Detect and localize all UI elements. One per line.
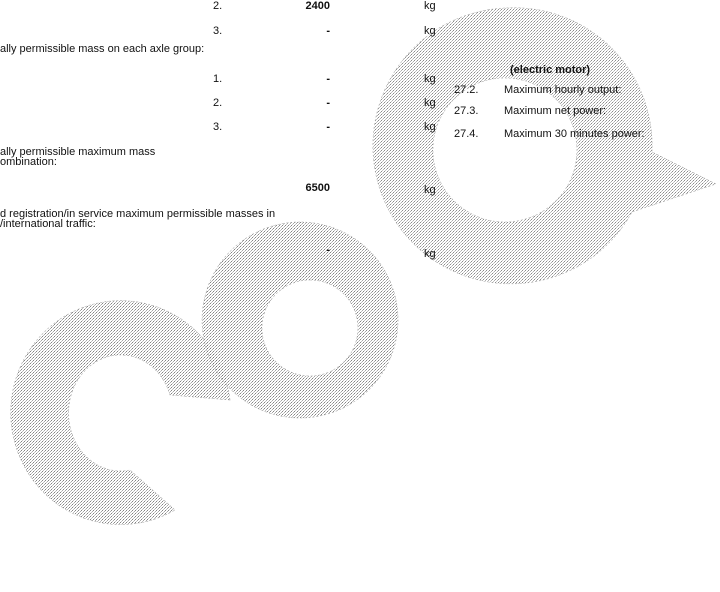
motor-item-number: 27.4. — [454, 128, 479, 140]
axle-3-index: 3. — [213, 25, 223, 37]
axle-2-unit: kg — [424, 0, 436, 12]
intl-value: - — [326, 244, 330, 256]
group-3-unit: kg — [424, 121, 436, 133]
combination-heading-line-1: ally permissible maximum mass — [0, 146, 156, 158]
motor-item-label: Maximum net power: — [504, 105, 607, 117]
watermark-o-ring — [201, 221, 399, 419]
watermark-ring-arrow — [372, 7, 717, 285]
axle-2-index: 2. — [213, 0, 223, 12]
group-2-value: - — [326, 97, 330, 109]
group-1-unit: kg — [424, 73, 436, 85]
motor-item-number: 27.2. — [454, 84, 479, 96]
motor-item-number: 27.3. — [454, 105, 479, 117]
combination-heading-line-2: ombination: — [0, 156, 57, 168]
motor-item-label: Maximum hourly output: — [504, 84, 622, 96]
axle-3-unit: kg — [424, 25, 436, 37]
group-2-index: 2. — [213, 97, 223, 109]
intl-heading-line-2: /international traffic: — [0, 218, 96, 230]
group-2-unit: kg — [424, 97, 436, 109]
electric-motor-heading: (electric motor) — [510, 64, 591, 76]
intl-unit: kg — [424, 248, 436, 260]
group-1-index: 1. — [213, 73, 223, 85]
group-3-value: - — [326, 121, 330, 133]
watermark-c-shape — [10, 300, 231, 525]
combination-value: 6500 — [305, 182, 330, 194]
combination-unit: kg — [424, 184, 436, 196]
intl-heading-line-1: d registration/in service maximum permis… — [0, 208, 276, 220]
axle-2-value: 2400 — [305, 0, 330, 12]
group-1-value: - — [326, 73, 330, 85]
group-3-index: 3. — [213, 121, 223, 133]
axle-group-heading: ally permissible mass on each axle group… — [0, 43, 205, 55]
motor-item-label: Maximum 30 minutes power: — [504, 128, 645, 140]
axle-3-value: - — [326, 25, 330, 37]
